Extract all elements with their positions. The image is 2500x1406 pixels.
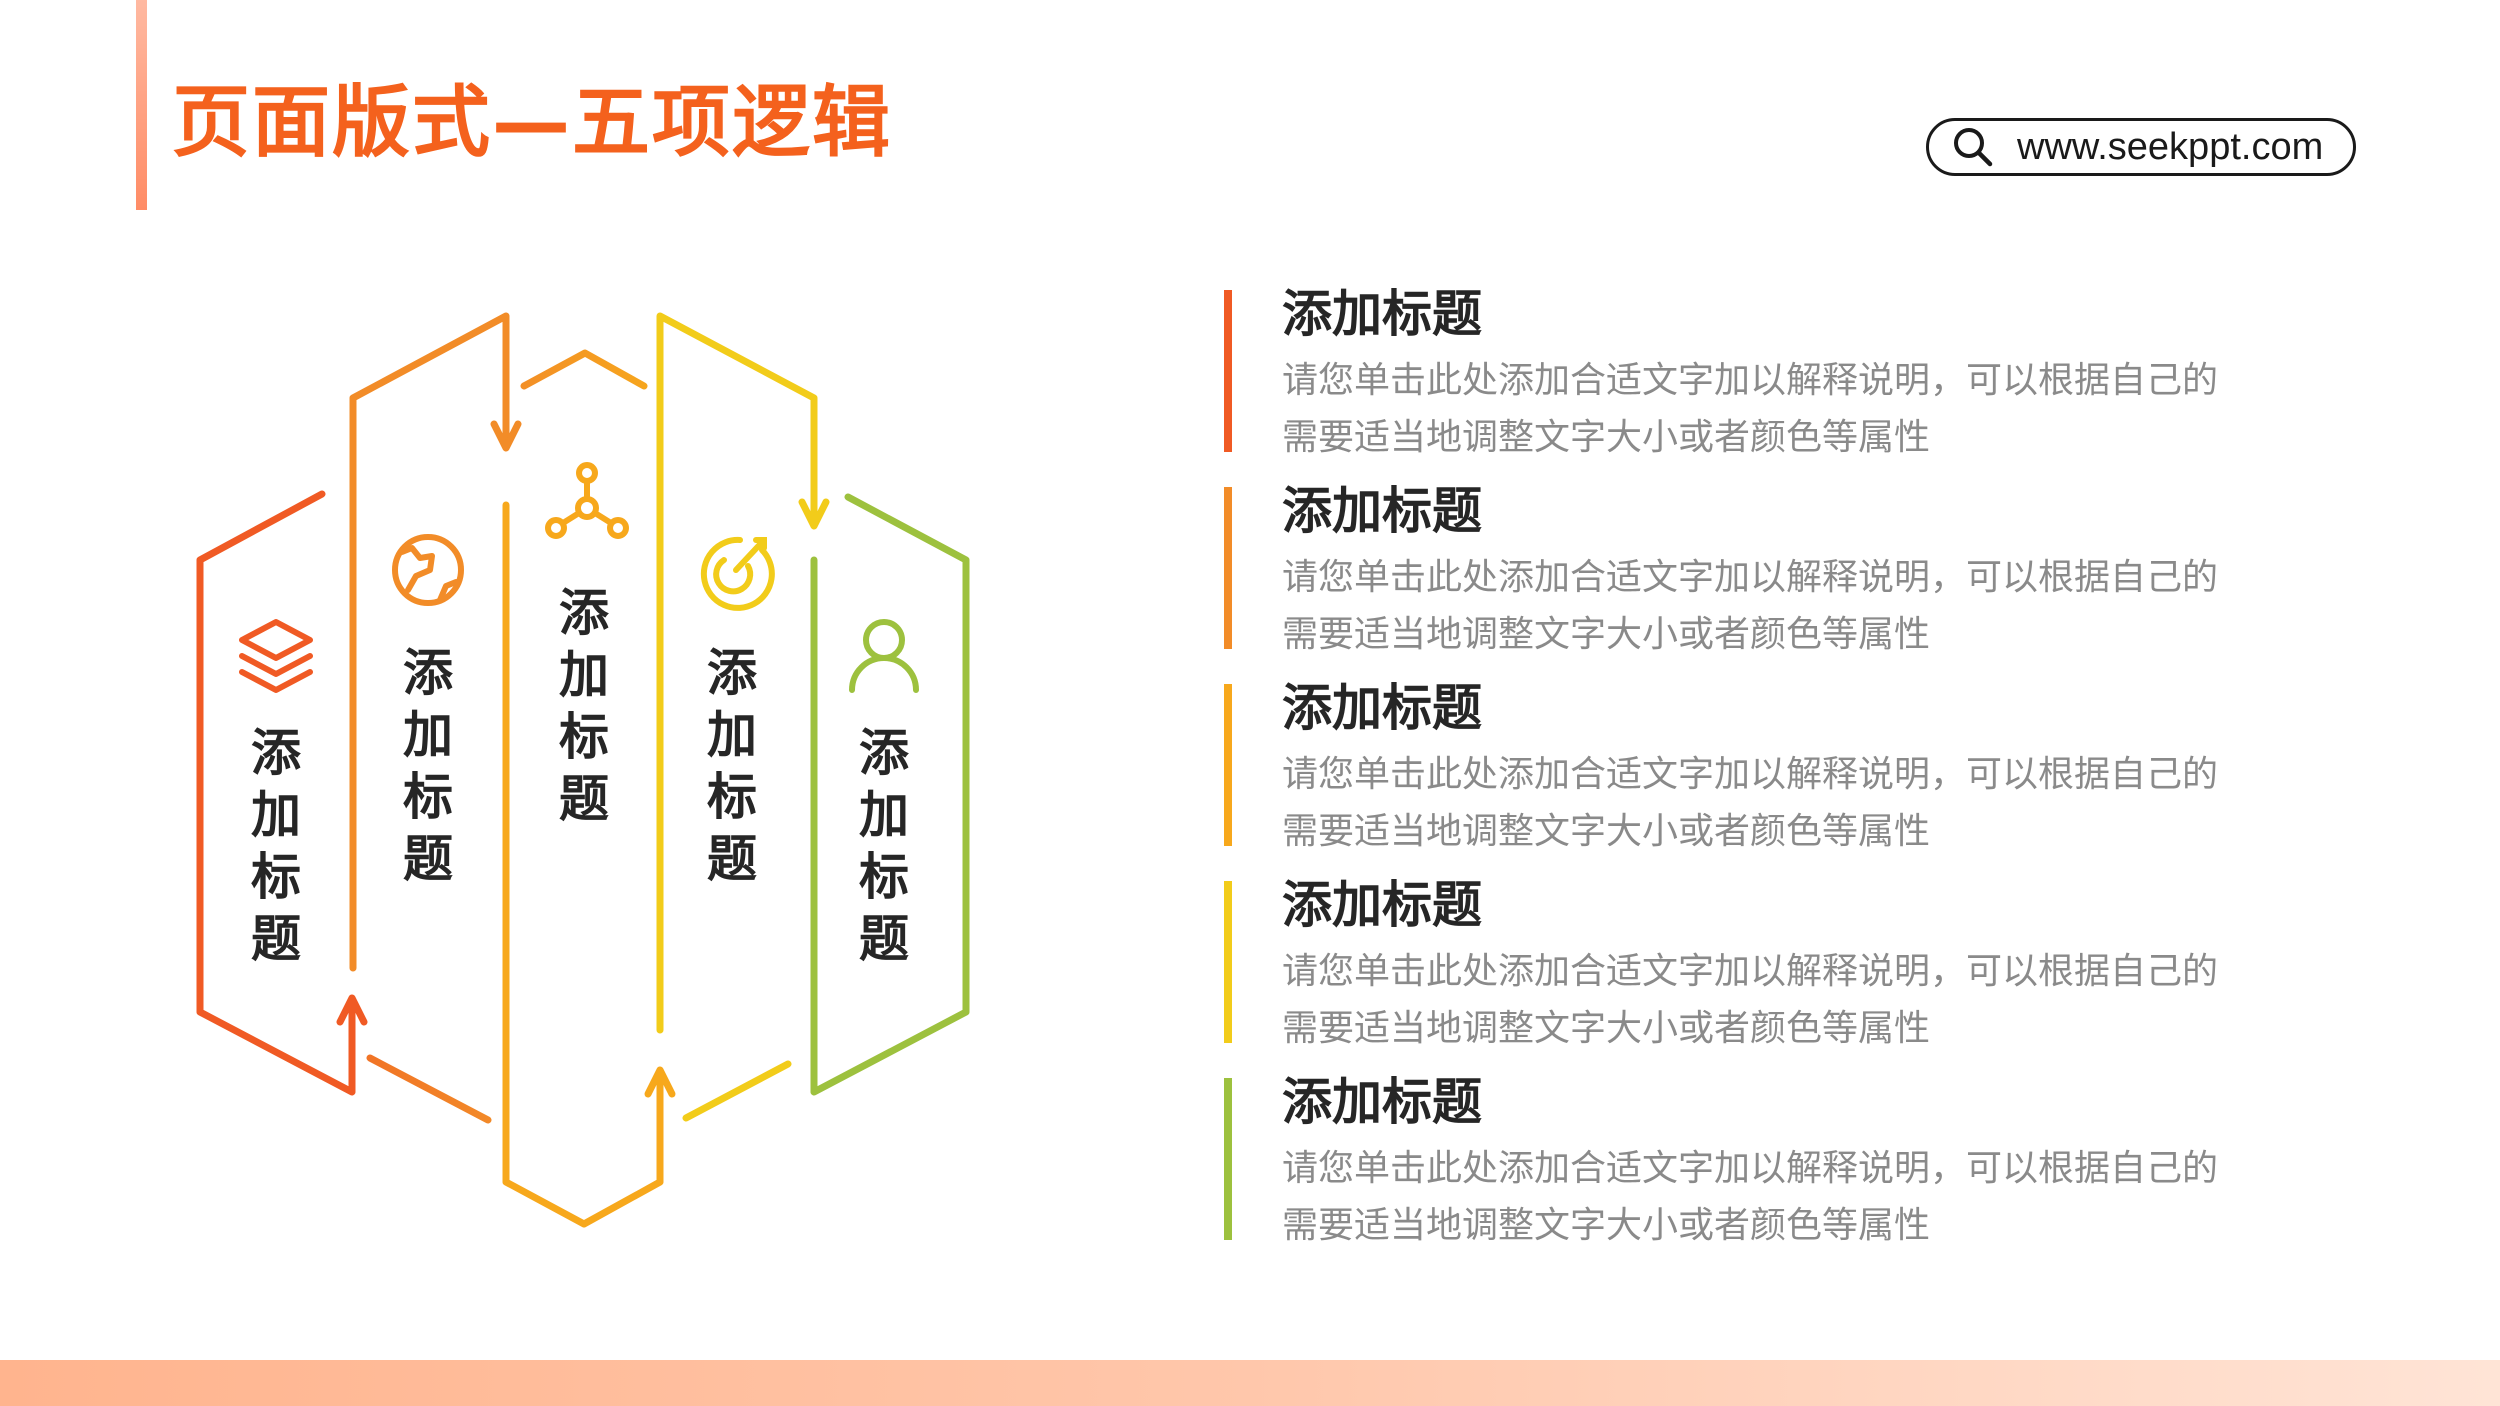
item-title[interactable]: 添加标题 xyxy=(1282,285,1482,343)
user-icon xyxy=(849,619,919,693)
page-title: 页面版式—五项逻辑 xyxy=(172,78,893,168)
layers-icon xyxy=(239,619,313,693)
column-1-outline xyxy=(196,490,356,1096)
column-5-outline xyxy=(810,493,970,1096)
column-4-outline xyxy=(656,312,818,1034)
column-label-4: 添加标题 xyxy=(707,644,757,888)
item-title[interactable]: 添加标题 xyxy=(1282,482,1482,540)
item-accent-bar xyxy=(1224,684,1232,846)
item-title[interactable]: 添加标题 xyxy=(1282,1073,1482,1131)
item-description[interactable]: 请您单击此处添加合适文字加以解释说明，可以根据自己的需要适当地调整文字大小或者颜… xyxy=(1282,754,2219,852)
column-label-1: 添加标题 xyxy=(251,724,301,968)
network-icon xyxy=(545,462,629,539)
text-item-2: 添加标题请您单击此处添加合适文字加以解释说明，可以根据自己的需要适当地调整文字大… xyxy=(1224,481,2264,655)
text-item-5: 添加标题请您单击此处添加合适文字加以解释说明，可以根据自己的需要适当地调整文字大… xyxy=(1224,1072,2264,1246)
column-2-outline xyxy=(349,312,510,972)
text-item-4: 添加标题请您单击此处添加合适文字加以解释说明，可以根据自己的需要适当地调整文字大… xyxy=(1224,875,2264,1049)
item-title[interactable]: 添加标题 xyxy=(1282,876,1482,934)
column-4-arrow-down xyxy=(798,498,830,530)
item-accent-bar xyxy=(1224,290,1232,452)
item-description[interactable]: 请您单击此处添加合适文字加以解释说明，可以根据自己的需要适当地调整文字大小或者颜… xyxy=(1282,1148,2219,1246)
target-icon xyxy=(700,536,775,611)
column-2-arrow-down xyxy=(490,420,522,452)
connector-1-2 xyxy=(366,1054,492,1124)
item-description[interactable]: 请您单击此处添加合适文字加以解释说明，可以根据自己的需要适当地调整文字大小或者颜… xyxy=(1282,360,2219,458)
globe-icon xyxy=(392,534,464,606)
bottom-decorative-strip xyxy=(0,1360,2500,1406)
column-label-3: 添加标题 xyxy=(559,584,609,828)
item-description[interactable]: 请您单击此处添加合适文字加以解释说明，可以根据自己的需要适当地调整文字大小或者颜… xyxy=(1282,557,2219,655)
column-label-2: 添加标题 xyxy=(403,644,453,888)
website-badge[interactable]: www.seekppt.com xyxy=(1926,118,2356,176)
connector-2-3 xyxy=(520,349,648,390)
item-title[interactable]: 添加标题 xyxy=(1282,679,1482,737)
title-accent-bar xyxy=(136,0,147,210)
column-3-outline xyxy=(502,501,664,1228)
text-item-1: 添加标题请您单击此处添加合适文字加以解释说明，可以根据自己的需要适当地调整文字大… xyxy=(1224,284,2264,458)
item-accent-bar xyxy=(1224,1078,1232,1240)
website-url: www.seekppt.com xyxy=(2017,125,2324,168)
item-accent-bar xyxy=(1224,487,1232,649)
column-1-arrow-up xyxy=(336,994,368,1026)
text-item-3: 添加标题请您单击此处添加合适文字加以解释说明，可以根据自己的需要适当地调整文字大… xyxy=(1224,678,2264,852)
search-icon xyxy=(1954,128,1993,167)
column-3-arrow-up xyxy=(644,1066,676,1098)
item-accent-bar xyxy=(1224,881,1232,1043)
connector-3-4 xyxy=(682,1060,792,1122)
item-description[interactable]: 请您单击此处添加合适文字加以解释说明，可以根据自己的需要适当地调整文字大小或者颜… xyxy=(1282,951,2219,1049)
column-label-5: 添加标题 xyxy=(859,724,909,968)
